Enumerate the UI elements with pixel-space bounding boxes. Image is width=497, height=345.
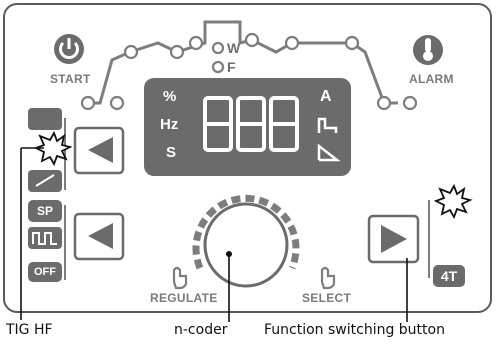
unit-amps: A: [320, 88, 332, 105]
right-arrow-icon: [381, 225, 407, 253]
wave-icons: [317, 117, 341, 162]
left-arrow-icon: [88, 137, 113, 163]
select-label: SELECT: [302, 291, 352, 305]
flash-icon: [433, 183, 473, 220]
indicator-w-label: W: [227, 40, 241, 56]
spot-mode-chip: SP: [28, 200, 62, 222]
callout-lines: [20, 147, 408, 322]
left-bracket-lines: [64, 118, 430, 280]
thermometer-icon: [413, 35, 443, 65]
unit-seconds: S: [166, 144, 177, 161]
alarm-label: ALARM: [409, 72, 454, 86]
torch-icon: [28, 108, 62, 130]
unit-percent: %: [163, 88, 177, 105]
encoder-knob[interactable]: [192, 194, 300, 288]
seven-segment-digits: [203, 96, 299, 152]
led-display: [144, 78, 351, 176]
hand-icon: [172, 266, 336, 290]
power-icon[interactable]: [54, 34, 84, 64]
unit-hz: Hz: [160, 116, 179, 133]
indicator-f-label: F: [227, 59, 236, 75]
off-mode-chip: OFF: [28, 262, 62, 282]
start-label: START: [50, 72, 91, 86]
function-switch-caption: Function switching button: [264, 322, 445, 338]
tig-icon-group: [28, 108, 62, 192]
indicator-leds: [80, 32, 418, 111]
flash-icon: [33, 130, 73, 167]
left-arrow-icon: [88, 223, 113, 249]
tig-hf-caption: TIG HF: [6, 322, 53, 338]
four-t-chip: 4T: [433, 265, 465, 287]
encoder-caption: n-coder: [174, 322, 228, 338]
regulate-label: REGULATE: [150, 291, 218, 305]
